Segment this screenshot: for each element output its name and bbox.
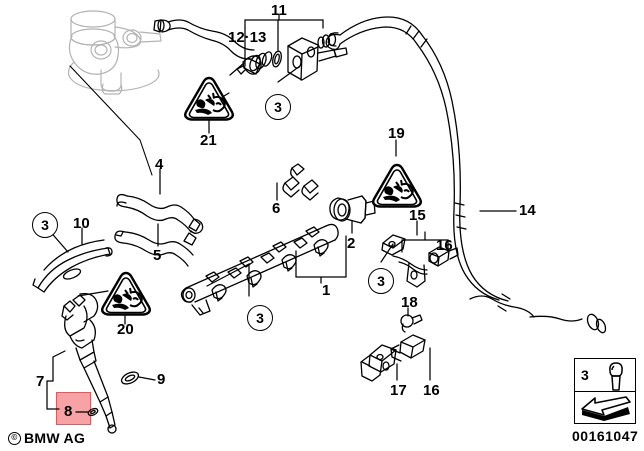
callout-16-upper: 16 [436,237,453,254]
part-2-pressure-sensor [329,195,376,224]
part-4-fuel-feed-line [69,65,204,234]
circle-callout-3-bracket: 3 [368,268,394,294]
callout-12-13: 12·13 [228,29,267,46]
callout-19: 19 [388,125,405,142]
part-16-hex-bolt-lower [390,334,426,362]
callout-8: 8 [64,403,73,420]
part-6-retaining-clips [282,163,319,201]
callout-9: 9 [157,371,166,388]
legend-box: 3 [574,358,636,424]
warning-triangle-21 [183,76,235,121]
legend-row-bolt: 3 [575,359,635,392]
legend-row-arrow [575,392,635,425]
callout-16-lower: 16 [423,382,440,399]
callout-18: 18 [401,294,418,311]
callout-2: 2 [347,235,356,252]
warning-triangle-19 [372,163,422,208]
copyright-mark: © [8,431,21,445]
diagram-number: 00161047 [572,428,639,444]
part-8-o-ring-small [87,407,99,417]
callout-11: 11 [271,2,287,19]
fuel-pump-phantom [67,10,162,95]
part-12-13-connector [229,50,282,76]
legend-item-number: 3 [581,367,589,383]
circle-callout-3-fuel-rail: 3 [247,305,273,331]
callout-4: 4 [155,156,164,173]
bolt-icon [609,362,623,391]
callout-15: 15 [409,207,426,224]
callout-1: 1 [322,282,331,299]
part-9-o-ring-large [120,371,140,385]
copyright: © BMW AG [8,430,85,446]
callout-14: 14 [519,202,536,219]
part-15-hose-bracket [381,234,428,288]
callout-7: 7 [36,373,45,390]
circle-callout-3-upper: 3 [265,94,291,120]
part-10-support-bracket [32,239,113,293]
copyright-text: BMW AG [24,430,86,446]
part-17-lower-bracket [360,344,397,382]
callout-21: 21 [200,132,217,149]
callout-6: 6 [272,200,281,217]
connector-block [287,37,348,81]
circle-callout-3-left: 3 [32,212,58,238]
warning-triangle-20 [100,271,152,316]
part-18-grommet [400,314,423,333]
part-16-hex-bolt-upper [428,246,459,267]
arrow-flag-icon [581,396,631,421]
part-11-high-pressure-line [153,19,255,60]
callout-5: 5 [153,247,162,264]
callout-17: 17 [390,382,407,399]
part-14-return-hose [317,16,607,334]
part-5-fuel-pipe [114,230,197,267]
callout-20: 20 [117,321,134,338]
callout-10: 10 [73,215,90,232]
part-7-fuel-injector [61,292,117,434]
